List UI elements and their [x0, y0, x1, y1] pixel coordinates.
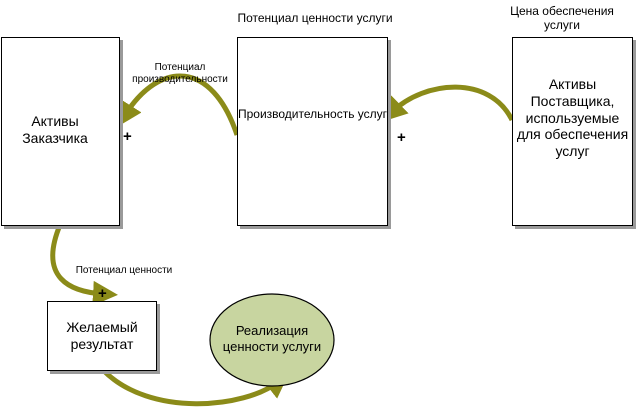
service-cost-label: Цена обеспечения услуги — [510, 4, 614, 33]
arrow-performance-to-customer — [117, 73, 240, 136]
arrow-provider-to-performance — [381, 84, 515, 122]
desired-outcome-label: Желаемый результат — [66, 319, 138, 352]
service-performance-box — [237, 37, 388, 226]
provider-assets-box — [512, 37, 633, 226]
service-performance-label: Производительность услуг — [237, 107, 388, 121]
arrow-outcome-to-realization — [101, 368, 290, 407]
plus-marker-outcome: + — [98, 285, 107, 302]
performance-potential-label: Потенциал производительности — [132, 62, 228, 85]
customer-assets-label: Активы Заказчика — [22, 113, 88, 146]
value-realization-label: Реализация ценности услуги — [222, 322, 322, 354]
customer-assets-box — [1, 37, 120, 226]
desired-outcome-box — [47, 301, 157, 371]
plus-marker-customer: + — [123, 128, 132, 145]
plus-marker-performance: + — [397, 129, 406, 146]
provider-assets-label: Активы Поставщика, используемые для обес… — [516, 76, 629, 160]
value-realization-ellipse — [209, 293, 335, 387]
value-potential-label: Потенциал ценности — [75, 265, 173, 276]
arrow-customer-to-outcome — [50, 224, 118, 306]
service-value-potential-label: Потенциал ценности услуги — [237, 11, 393, 25]
